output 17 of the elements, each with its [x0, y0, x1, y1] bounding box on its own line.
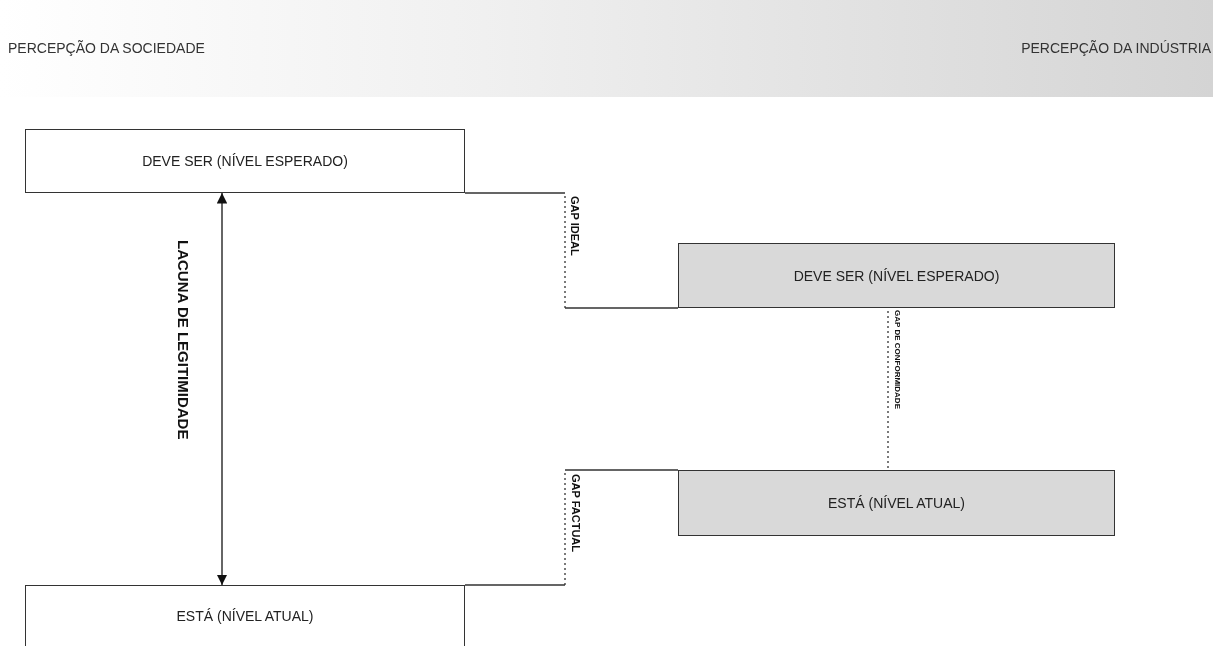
level-box: [25, 129, 465, 193]
box-label: DEVE SER (NÍVEL ESPERADO): [142, 153, 348, 169]
gap-bracket: [464, 469, 679, 586]
edge-label: GAP IDEAL: [569, 196, 580, 256]
level-box: [25, 585, 465, 646]
edge-label: LACUNA DE LEGITIMIDADE: [176, 240, 191, 440]
box-label: ESTÁ (NÍVEL ATUAL): [176, 608, 314, 624]
box-label: DEVE SER (NÍVEL ESPERADO): [793, 267, 1000, 284]
gap-bracket: [464, 192, 679, 309]
column-heading: PERCEPÇÃO DA INDÚSTRIA: [1021, 40, 1211, 56]
double-arrow: [216, 192, 228, 586]
edge-label: GAP FACTUAL: [570, 474, 581, 553]
level-box: [678, 243, 1115, 308]
column-heading: PERCEPÇÃO DA SOCIEDADE: [8, 40, 205, 56]
level-box: [678, 470, 1115, 536]
box-label: ESTÁ (NÍVEL ATUAL): [828, 495, 965, 511]
edge-label: GAP DE CONFORMIDADE: [893, 310, 901, 409]
